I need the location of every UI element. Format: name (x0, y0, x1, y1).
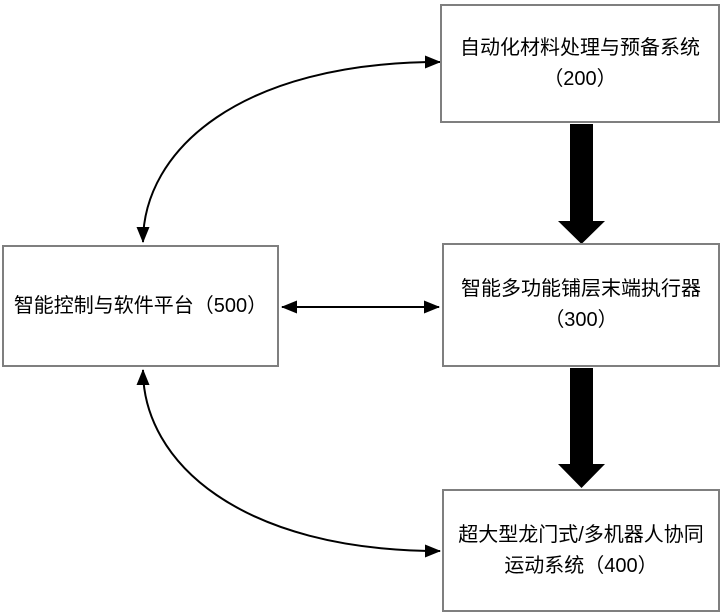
box-layup-end-effector-300: 智能多功能铺层末端执行器 （300） (442, 243, 720, 367)
box-material-label-line1: 自动化材料处理与预备系统 (460, 36, 700, 59)
box-effector-label-line1: 智能多功能铺层末端执行器 (461, 278, 701, 300)
box-control-software-platform-500: 智能控制与软件平台（500） (2, 245, 279, 367)
arrow-material-to-effector-block (558, 124, 605, 244)
arrow-effector-to-motion-block (558, 368, 605, 488)
box-motion-label-line2: 运动系统（400） (504, 554, 658, 577)
box-material-label-line2: （200） (543, 67, 617, 90)
box-control-label-line1: 智能控制与软件平台（500） (13, 294, 268, 317)
box-material-preparation-system-200: 自动化材料处理与预备系统 （200） (440, 4, 720, 123)
box-motion-label-line1: 超大型龙门式/多机器人协同 (458, 523, 704, 546)
arrow-control-to-motion-curve (136, 369, 441, 558)
box-effector-label-line2: （300） (544, 309, 618, 331)
box-gantry-motion-system-400: 超大型龙门式/多机器人协同 运动系统（400） (442, 489, 720, 612)
arrow-control-to-material-curve (136, 55, 441, 243)
